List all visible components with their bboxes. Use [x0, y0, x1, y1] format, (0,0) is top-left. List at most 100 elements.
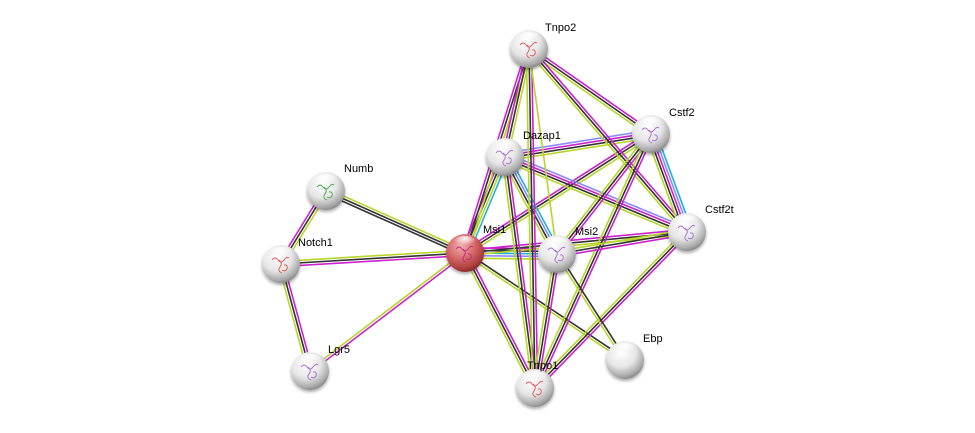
edge-line-magenta: [530, 46, 653, 133]
edge-cstf2-msi2[interactable]: [554, 131, 654, 257]
edge-numb-msi1[interactable]: [324, 187, 467, 257]
node-label: Cstf2t: [705, 204, 734, 216]
edges-layer: [277, 46, 693, 391]
node-label: Numb: [344, 163, 373, 175]
edge-line-magenta: [505, 155, 688, 232]
node-highlight: [639, 116, 663, 131]
edge-line-yellow: [280, 249, 465, 263]
edge-tnpo2-cstf2t[interactable]: [526, 46, 690, 235]
node-highlight: [517, 31, 541, 46]
node-highlight: [453, 235, 477, 250]
edge-line-magenta: [536, 134, 655, 390]
edge-line-magenta: [558, 135, 654, 257]
edge-msi2-ebp[interactable]: [555, 252, 627, 362]
node-cstf2t[interactable]: Cstf2t: [668, 204, 734, 251]
node-label: Tnpo1: [527, 360, 558, 372]
edge-line-black: [464, 252, 536, 389]
node-lgr5[interactable]: Lgr5: [291, 344, 350, 390]
edge-line-yellow: [501, 157, 534, 389]
edge-line-black: [534, 253, 558, 389]
edge-line-black: [280, 252, 466, 265]
node-dazap1[interactable]: Dazap1: [486, 130, 561, 176]
edge-line-yellow: [526, 50, 686, 235]
edge-line-magenta: [504, 131, 651, 157]
edge-line-black: [528, 48, 536, 389]
edge-cstf2t-msi2[interactable]: [556, 228, 688, 258]
node-highlight: [675, 214, 699, 229]
edge-cstf2-tnpo1[interactable]: [531, 132, 655, 390]
edge-line-magenta: [536, 233, 690, 391]
node-highlight: [314, 173, 338, 188]
edge-line-magenta: [466, 251, 539, 388]
node-label: Cstf2: [669, 107, 695, 119]
node-label: Tnpo2: [545, 22, 576, 34]
edge-line-yellow: [308, 251, 465, 371]
edge-line-magenta: [530, 46, 690, 231]
node-notch1[interactable]: Notch1: [262, 237, 333, 283]
node-label: Msi2: [575, 226, 598, 238]
edge-line-yellow: [527, 50, 650, 137]
edge-line-black: [325, 190, 466, 254]
edge-line-black: [528, 48, 652, 135]
edge-line-black: [528, 48, 688, 233]
edge-line-yellow: [531, 253, 556, 388]
edge-line-yellow: [505, 137, 652, 162]
node-highlight: [298, 353, 322, 368]
node-highlight: [545, 236, 569, 251]
node-ebp[interactable]: Ebp: [606, 333, 663, 379]
node-label: Lgr5: [328, 344, 350, 356]
edge-dazap1-tnpo1[interactable]: [501, 156, 539, 389]
edge-tnpo2-msi2[interactable]: [528, 48, 558, 255]
edge-line-yellow: [528, 48, 558, 255]
node-highlight: [613, 342, 637, 357]
edge-line-yellow: [326, 187, 467, 252]
node-msi2[interactable]: Msi2: [538, 226, 598, 273]
edge-notch1-msi1[interactable]: [280, 249, 466, 268]
edge-line-black: [504, 156, 536, 389]
edge-line-yellow: [461, 253, 534, 390]
edge-line-magenta: [506, 156, 539, 388]
node-numb[interactable]: Numb: [307, 163, 373, 210]
edge-line-black: [556, 231, 688, 255]
edge-line-yellow: [555, 254, 625, 362]
node-highlight: [523, 370, 547, 385]
node-cstf2[interactable]: Cstf2: [632, 107, 695, 153]
node-tnpo1[interactable]: Tnpo1: [516, 360, 558, 407]
edge-lgr5-msi1[interactable]: [308, 251, 467, 373]
node-highlight: [493, 139, 517, 154]
edge-line-yellow: [525, 49, 534, 389]
edge-line-black: [534, 133, 652, 389]
edge-line-black: [504, 157, 687, 234]
node-label: Notch1: [298, 237, 333, 249]
edge-line-black: [557, 252, 627, 360]
edge-line-yellow: [463, 253, 625, 362]
edge-line-blue: [506, 152, 689, 230]
edge-line-yellow: [531, 132, 650, 388]
node-label: Ebp: [643, 333, 663, 345]
node-tnpo2[interactable]: Tnpo2: [510, 22, 576, 68]
edge-line-magenta: [557, 233, 688, 258]
edge-line-black: [534, 231, 688, 389]
node-highlight: [269, 246, 293, 261]
edge-line-black: [505, 134, 652, 160]
edge-line-magenta: [536, 254, 561, 389]
edge-line-yellow: [554, 131, 650, 253]
edge-cstf2t-tnpo1[interactable]: [532, 229, 690, 391]
edge-line-yellow: [556, 228, 687, 253]
edge-line-magenta: [464, 228, 687, 252]
edge-tnpo2-cstf2[interactable]: [527, 46, 653, 137]
node-label: Msi1: [483, 224, 506, 236]
edge-line-magenta: [530, 48, 539, 388]
edge-dazap1-cstf2[interactable]: [504, 129, 652, 162]
edge-tnpo2-tnpo1[interactable]: [525, 48, 539, 389]
edge-line-magenta: [281, 254, 466, 268]
node-label: Dazap1: [523, 130, 561, 142]
node-msi1[interactable]: Msi1: [446, 224, 506, 272]
edge-line-black: [556, 133, 652, 255]
edge-line-black: [324, 192, 465, 257]
edge-msi1-tnpo1[interactable]: [461, 251, 539, 390]
edge-msi2-tnpo1[interactable]: [531, 253, 561, 389]
edge-line-magenta: [310, 253, 467, 373]
